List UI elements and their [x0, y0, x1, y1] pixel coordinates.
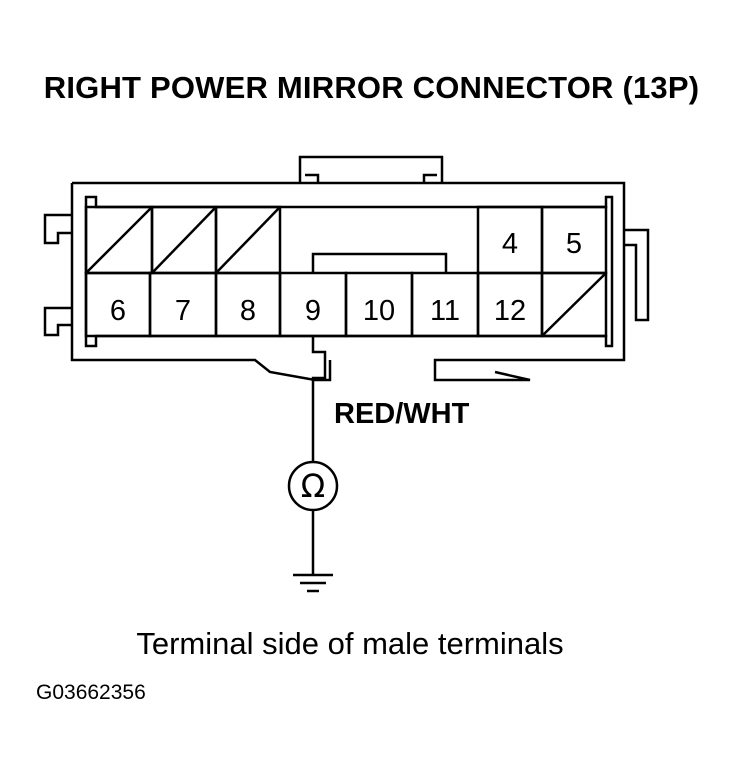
pin-label-6: 6 — [110, 295, 126, 327]
connector-inner-frame — [84, 195, 614, 348]
pin-label-11: 11 — [430, 295, 460, 327]
pin-label-12: 12 — [494, 295, 526, 327]
connector-housing — [70, 181, 626, 382]
left-latch-upper — [43, 213, 72, 245]
pin-label-9: 9 — [305, 295, 321, 327]
figure-code: G03662356 — [36, 681, 146, 704]
cavity-blank-4 — [540, 271, 608, 338]
wire-color-label: RED/WHT — [334, 398, 470, 430]
probe-wire — [311, 336, 327, 462]
pin-label-7: 7 — [175, 295, 191, 327]
left-latch-lower — [43, 306, 72, 337]
pin-label-10: 10 — [363, 295, 395, 327]
connector-center-key — [311, 252, 448, 273]
diagram-caption: Terminal side of male terminals — [136, 626, 564, 661]
connector-top-latch — [298, 155, 444, 183]
right-latch — [624, 228, 650, 322]
pin-label-4: 4 — [502, 228, 518, 260]
pin-label-8: 8 — [240, 295, 256, 327]
ohm-icon: Ω — [301, 467, 325, 505]
pin-label-5: 5 — [566, 228, 582, 260]
diagram-title: RIGHT POWER MIRROR CONNECTOR (13P) — [43, 70, 700, 105]
